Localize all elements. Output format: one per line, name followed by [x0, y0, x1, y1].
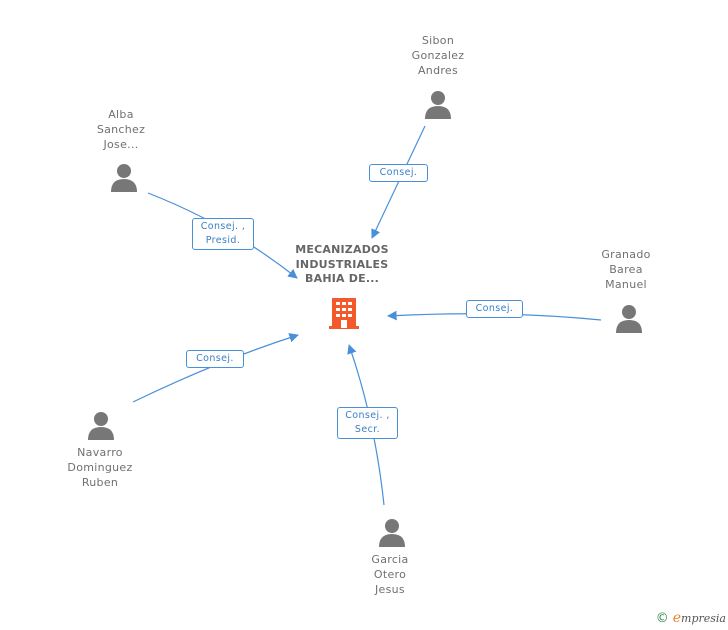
name-line: Otero: [373, 568, 407, 581]
copyright-symbol: ©: [655, 611, 669, 626]
role-line: Consej.: [379, 167, 418, 178]
edge-navarro: [132, 333, 299, 403]
person-name-alba[interactable]: Alba Sanchez Jose...: [66, 107, 176, 152]
company-name[interactable]: MECANIZADOS INDUSTRIALES BAHIA DE...: [282, 243, 402, 287]
role-line: Consej. ,: [200, 221, 246, 232]
name-line: Navarro: [77, 446, 123, 459]
name-line: Sanchez: [96, 123, 146, 136]
role-box-garcia[interactable]: Consej. , Secr.: [337, 407, 398, 439]
edge-sibon: [371, 125, 426, 239]
role-line: Consej.: [475, 303, 514, 314]
brand-rest: mpresia: [681, 612, 726, 625]
role-line: Consej. ,: [345, 410, 390, 421]
person-name-navarro[interactable]: Navarro Dominguez Ruben: [45, 445, 155, 490]
person-name-granado[interactable]: Granado Barea Manuel: [571, 247, 681, 292]
brand-initial: e: [672, 610, 682, 626]
name-line: Gonzalez: [411, 49, 465, 62]
name-line: Alba: [108, 108, 134, 121]
role-box-sibon[interactable]: Consej.: [369, 164, 428, 182]
name-line: Garcia: [371, 553, 409, 566]
person-icon[interactable]: [377, 517, 407, 547]
role-line: Consej.: [196, 353, 234, 364]
role-box-alba[interactable]: Consej. , Presid.: [192, 218, 254, 250]
company-name-line: MECANIZADOS: [295, 243, 389, 256]
person-name-garcia[interactable]: Garcia Otero Jesus: [335, 552, 445, 597]
name-line: Sibon: [421, 34, 455, 47]
name-line: Manuel: [605, 278, 647, 291]
name-line: Andres: [417, 64, 459, 77]
name-line: Granado: [601, 248, 651, 261]
name-line: Jose...: [103, 138, 139, 151]
person-icon[interactable]: [86, 410, 116, 440]
role-line: Secr.: [354, 424, 381, 435]
role-box-navarro[interactable]: Consej.: [186, 350, 244, 368]
building-icon[interactable]: [329, 296, 359, 330]
company-name-line: INDUSTRIALES: [295, 257, 389, 271]
person-icon[interactable]: [423, 89, 453, 119]
name-line: Dominguez: [67, 461, 133, 474]
name-line: Ruben: [81, 476, 119, 489]
brand-logo: empresia: [672, 610, 726, 626]
person-icon[interactable]: [614, 303, 644, 333]
person-icon[interactable]: [109, 162, 139, 192]
name-line: Jesus: [375, 583, 405, 596]
role-line: Presid.: [205, 235, 241, 246]
person-name-sibon[interactable]: Sibon Gonzalez Andres: [383, 33, 493, 78]
name-line: Barea: [609, 263, 643, 276]
company-name-line: BAHIA DE...: [305, 272, 379, 285]
role-box-granado[interactable]: Consej.: [466, 300, 523, 318]
footer-brand[interactable]: ©empresia: [656, 610, 726, 626]
